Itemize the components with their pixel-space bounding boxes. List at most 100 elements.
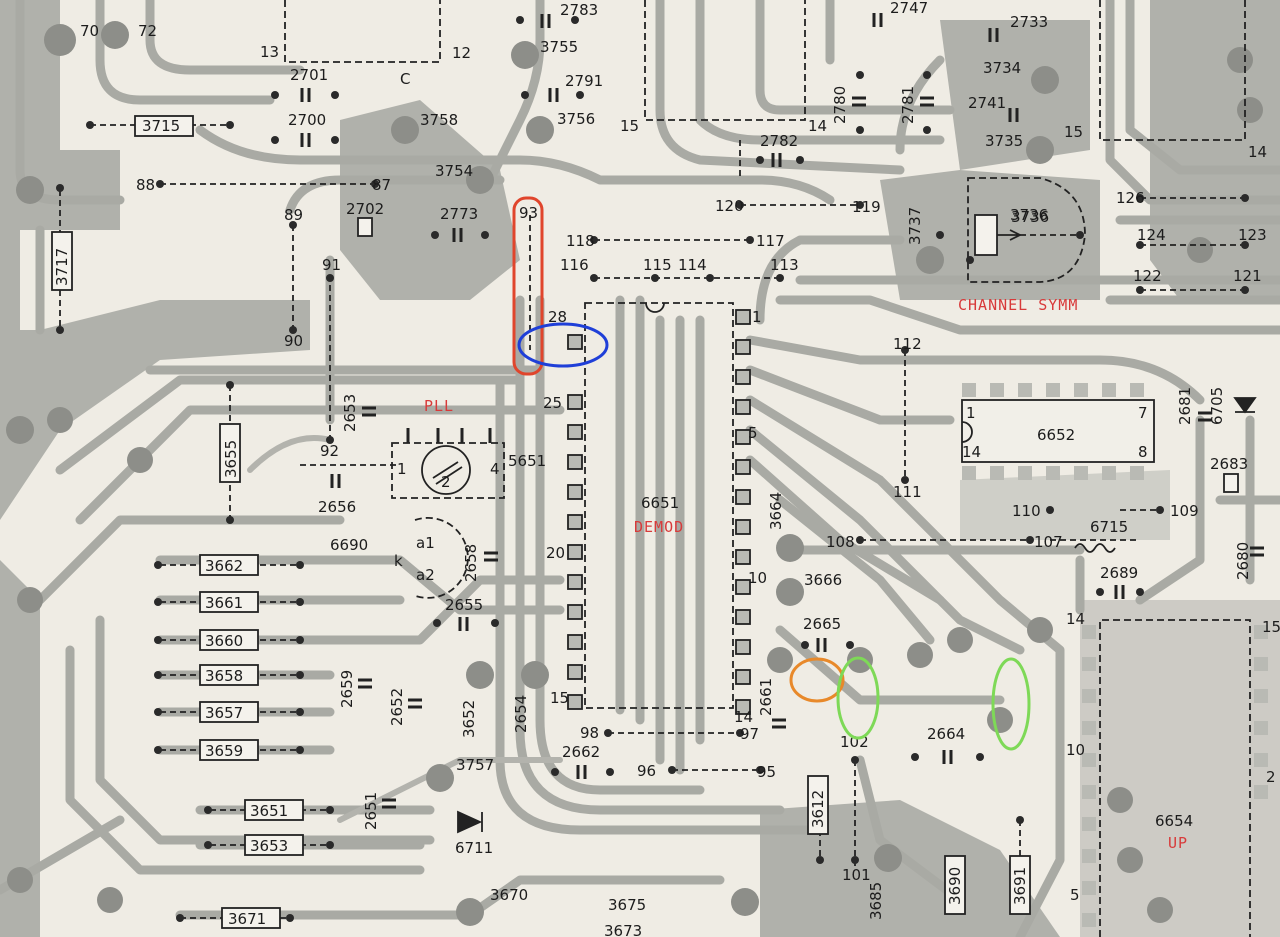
- top-ic-pin13: 13: [260, 43, 279, 61]
- ic-6654-name: UP: [1168, 834, 1188, 852]
- node-116: 116: [560, 256, 589, 274]
- pin-1: 1: [752, 308, 762, 326]
- pin-28: 28: [548, 308, 567, 326]
- ref-2680: 2680: [1234, 542, 1252, 580]
- ref-2653: 2653: [341, 394, 359, 432]
- top-ic-pin12: 12: [452, 44, 471, 62]
- green-highlight-left: [836, 656, 880, 740]
- node-115: 115: [643, 256, 672, 274]
- components: [51, 115, 1257, 929]
- ref-2741: 2741: [968, 94, 1006, 112]
- ref-2791: 2791: [565, 72, 603, 90]
- green-highlight-right: [991, 657, 1031, 751]
- ref-3690: 3690: [946, 867, 964, 905]
- channel-symm-label: CHANNEL SYMM: [958, 296, 1078, 314]
- ic-6652-pin14: 14: [962, 443, 981, 461]
- ic-6652-pin7: 7: [1138, 404, 1148, 422]
- ic-6651-demod: 6651 DEMOD 28 1 25 5 20 10 15 14: [543, 302, 767, 726]
- annotation-highlights: [512, 196, 1031, 751]
- pll-pin2: 2: [441, 473, 451, 491]
- ref-3664: 3664: [767, 492, 785, 530]
- top-ic3-pin14: 14: [1248, 143, 1267, 161]
- ic-6654-pin5: 5: [1070, 886, 1080, 904]
- pll-ref: 5651: [508, 452, 546, 470]
- ref-2733: 2733: [1010, 13, 1048, 31]
- node-113: 113: [770, 256, 799, 274]
- top-ic-c: C: [400, 70, 410, 88]
- node-109: 109: [1170, 502, 1199, 520]
- ref-2665: 2665: [803, 615, 841, 633]
- ref-3652: 3652: [460, 700, 478, 738]
- node-97: 97: [740, 725, 759, 743]
- ref-3653: 3653: [250, 837, 288, 855]
- red-highlight: [512, 196, 544, 376]
- ic-6651-ref: 6651: [641, 494, 679, 512]
- pll-pin4: 4: [490, 460, 500, 478]
- ref-2656: 2656: [318, 498, 356, 516]
- ref-2773: 2773: [440, 205, 478, 223]
- ref-3671: 3671: [228, 910, 266, 928]
- node-89: 89: [284, 206, 303, 224]
- pin-a2: a2: [416, 566, 435, 584]
- ref-3756: 3756: [557, 110, 595, 128]
- node-119: 119: [852, 198, 881, 216]
- pin-a1: a1: [416, 534, 435, 552]
- node-92: 92: [320, 442, 339, 460]
- ref-2651: 2651: [362, 792, 380, 830]
- node-111: 111: [893, 483, 922, 501]
- node-98: 98: [580, 724, 599, 742]
- top-ic2-pin14: 14: [808, 117, 827, 135]
- node-90: 90: [284, 332, 303, 350]
- ref-2781: 2781: [899, 86, 917, 124]
- ref-2655: 2655: [445, 596, 483, 614]
- ref-3651: 3651: [250, 802, 288, 820]
- ic-6654-pin10: 10: [1066, 741, 1085, 759]
- ref-2683: 2683: [1210, 455, 1248, 473]
- junction-dots: [56, 16, 1249, 922]
- ref-3758: 3758: [420, 111, 458, 129]
- ref-2700: 2700: [288, 111, 326, 129]
- ref-3658: 3658: [205, 667, 243, 685]
- ref-2783: 2783: [560, 1, 598, 19]
- ref-2652: 2652: [388, 688, 406, 726]
- top-ic2-pin15: 15: [620, 117, 639, 135]
- pll-pin1: 1: [397, 460, 407, 478]
- ref-3612: 3612: [809, 790, 827, 828]
- ref-2689: 2689: [1100, 564, 1138, 582]
- node-122: 122: [1133, 267, 1162, 285]
- node-121: 121: [1233, 267, 1262, 285]
- ref-3659: 3659: [205, 742, 243, 760]
- ic-6652-ref: 6652: [1037, 426, 1075, 444]
- ref-3670: 3670: [490, 886, 528, 904]
- ref-3715: 3715: [142, 117, 180, 135]
- ref-3734: 3734: [983, 59, 1021, 77]
- blue-highlight: [517, 322, 609, 368]
- trimmer-3736: 3736 CHANNEL SYMM: [958, 177, 1086, 314]
- pin-20: 20: [546, 544, 565, 562]
- ic-6652-pin1: 1: [966, 404, 976, 422]
- ref-3755: 3755: [540, 38, 578, 56]
- node-120: 120: [715, 197, 744, 215]
- ref-2780: 2780: [831, 86, 849, 124]
- ref-2747: 2747: [890, 0, 928, 17]
- node-96: 96: [637, 762, 656, 780]
- pin-5: 5: [748, 424, 758, 442]
- ref-2782: 2782: [760, 132, 798, 150]
- ref-3657: 3657: [205, 704, 243, 722]
- ref-2664: 2664: [927, 725, 965, 743]
- ic-6652: 6652 1 7 14 8: [961, 383, 1155, 480]
- ref-2681: 2681: [1176, 387, 1194, 425]
- ref-3673: 3673: [604, 922, 642, 937]
- ref-2659: 2659: [338, 670, 356, 708]
- ref-3662: 3662: [205, 557, 243, 575]
- ic-6654-up: 6654 UP 14 10 15 5 2: [1066, 610, 1280, 937]
- ref-2702: 2702: [346, 200, 384, 218]
- node-72: 72: [138, 22, 157, 40]
- ic-6654-pin2: 2: [1266, 768, 1276, 786]
- ref-3754: 3754: [435, 162, 473, 180]
- ref-2658: 2658: [462, 544, 480, 582]
- node-95: 95: [757, 763, 776, 781]
- ref-3757: 3757: [456, 756, 494, 774]
